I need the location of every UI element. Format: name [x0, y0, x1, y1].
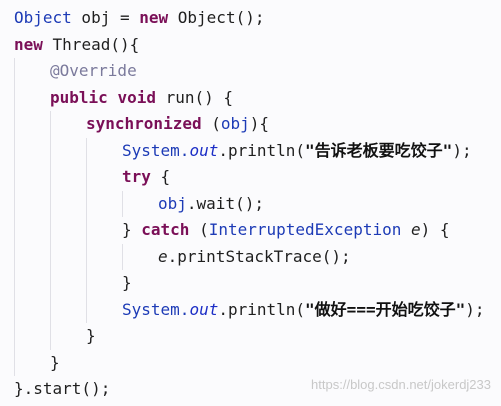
code-text: } [122, 220, 142, 239]
indent-guide [86, 190, 87, 217]
indent-guide [86, 164, 87, 191]
code-text: Thread(){ [42, 34, 140, 54]
code-line: }.start(); [0, 376, 501, 403]
parameter-token: e [411, 220, 421, 239]
code-text: .printStackTrace(); [167, 246, 351, 266]
code-text [401, 220, 411, 239]
code-text: ) { [420, 220, 450, 239]
string-literal: "做好===开始吃饺子" [305, 299, 466, 319]
class-token: System. [122, 140, 190, 160]
indent-guide [50, 137, 51, 164]
annotation-token: @Override [50, 61, 137, 80]
indent-guide [14, 217, 15, 244]
indent-guide [14, 190, 15, 217]
code-line: Object obj = new Object(); [0, 5, 501, 32]
code-text: .println( [218, 140, 306, 160]
indent-guide [14, 111, 15, 138]
code-line: try { [0, 164, 501, 191]
indent-guide [14, 323, 15, 350]
code-text [108, 88, 118, 107]
indent-guide [50, 111, 51, 138]
variable-token: obj [220, 114, 250, 133]
indent-guide [86, 137, 87, 164]
indent-guide [50, 270, 51, 297]
class-token: System. [122, 299, 190, 319]
keyword-token: catch [141, 220, 190, 239]
code-text: .wait(); [186, 193, 264, 213]
indent-guide [50, 323, 51, 350]
code-text: }.start(); [14, 379, 111, 398]
keyword-token: void [117, 87, 156, 107]
code-text: ( [201, 114, 221, 133]
variable-token: obj [158, 193, 187, 213]
keyword-token: synchronized [86, 114, 202, 133]
code-line: } [0, 349, 501, 376]
indent-guide [86, 296, 87, 323]
code-line: obj.wait(); [0, 190, 501, 217]
indent-guide [14, 243, 15, 270]
type-token: Object [14, 8, 72, 27]
indent-guide [14, 296, 15, 323]
code-text: { [150, 167, 171, 186]
indent-guide [122, 190, 123, 217]
indent-guide [86, 217, 87, 244]
closing-brace: } [86, 326, 96, 345]
code-text: ( [189, 220, 209, 239]
code-text: ); [465, 299, 485, 319]
parameter-token: e [158, 246, 168, 266]
keyword-token: try [122, 167, 151, 186]
indent-guide [14, 270, 15, 297]
code-line: } catch (InterruptedException e) { [0, 217, 501, 244]
code-line: System.out.println("做好===开始吃饺子"); [0, 296, 501, 323]
code-line: } [0, 323, 501, 350]
indent-guide [14, 137, 15, 164]
closing-brace: } [122, 273, 132, 292]
indent-guide [86, 270, 87, 297]
closing-brace: } [50, 352, 60, 372]
indent-guide [122, 243, 123, 270]
keyword-token: new [14, 34, 43, 54]
field-token: out [189, 299, 219, 319]
keyword-token: public [50, 87, 108, 107]
indent-guide [50, 243, 51, 270]
code-line: @Override [0, 58, 501, 85]
indent-guide [50, 296, 51, 323]
keyword-token: new [139, 8, 169, 27]
indent-guide [14, 349, 15, 376]
field-token: out [189, 140, 219, 160]
string-literal: "告诉老板要吃饺子" [305, 140, 453, 160]
watermark-text: https://blog.csdn.net/jokerdj233 [311, 376, 491, 392]
code-line: e.printStackTrace(); [0, 243, 501, 270]
indent-guide [14, 164, 15, 191]
code-text: ){ [249, 114, 270, 133]
indent-guide [50, 190, 51, 217]
indent-guide [14, 84, 15, 111]
indent-guide [14, 58, 15, 85]
code-text: obj = [71, 8, 140, 27]
indent-guide [50, 217, 51, 244]
code-text: run() { [155, 87, 234, 107]
code-line: public void run() { [0, 84, 501, 111]
exception-type-token: InterruptedException [208, 220, 402, 239]
indent-guide [50, 164, 51, 191]
code-line: new Thread(){ [0, 32, 501, 59]
code-text: .println( [218, 299, 306, 319]
indent-guide [86, 243, 87, 270]
code-line: } [0, 270, 501, 297]
code-line: synchronized (obj){ [0, 111, 501, 138]
code-line: System.out.println("告诉老板要吃饺子"); [0, 137, 501, 164]
code-text: ); [452, 140, 472, 160]
code-text: Object(); [168, 8, 265, 27]
